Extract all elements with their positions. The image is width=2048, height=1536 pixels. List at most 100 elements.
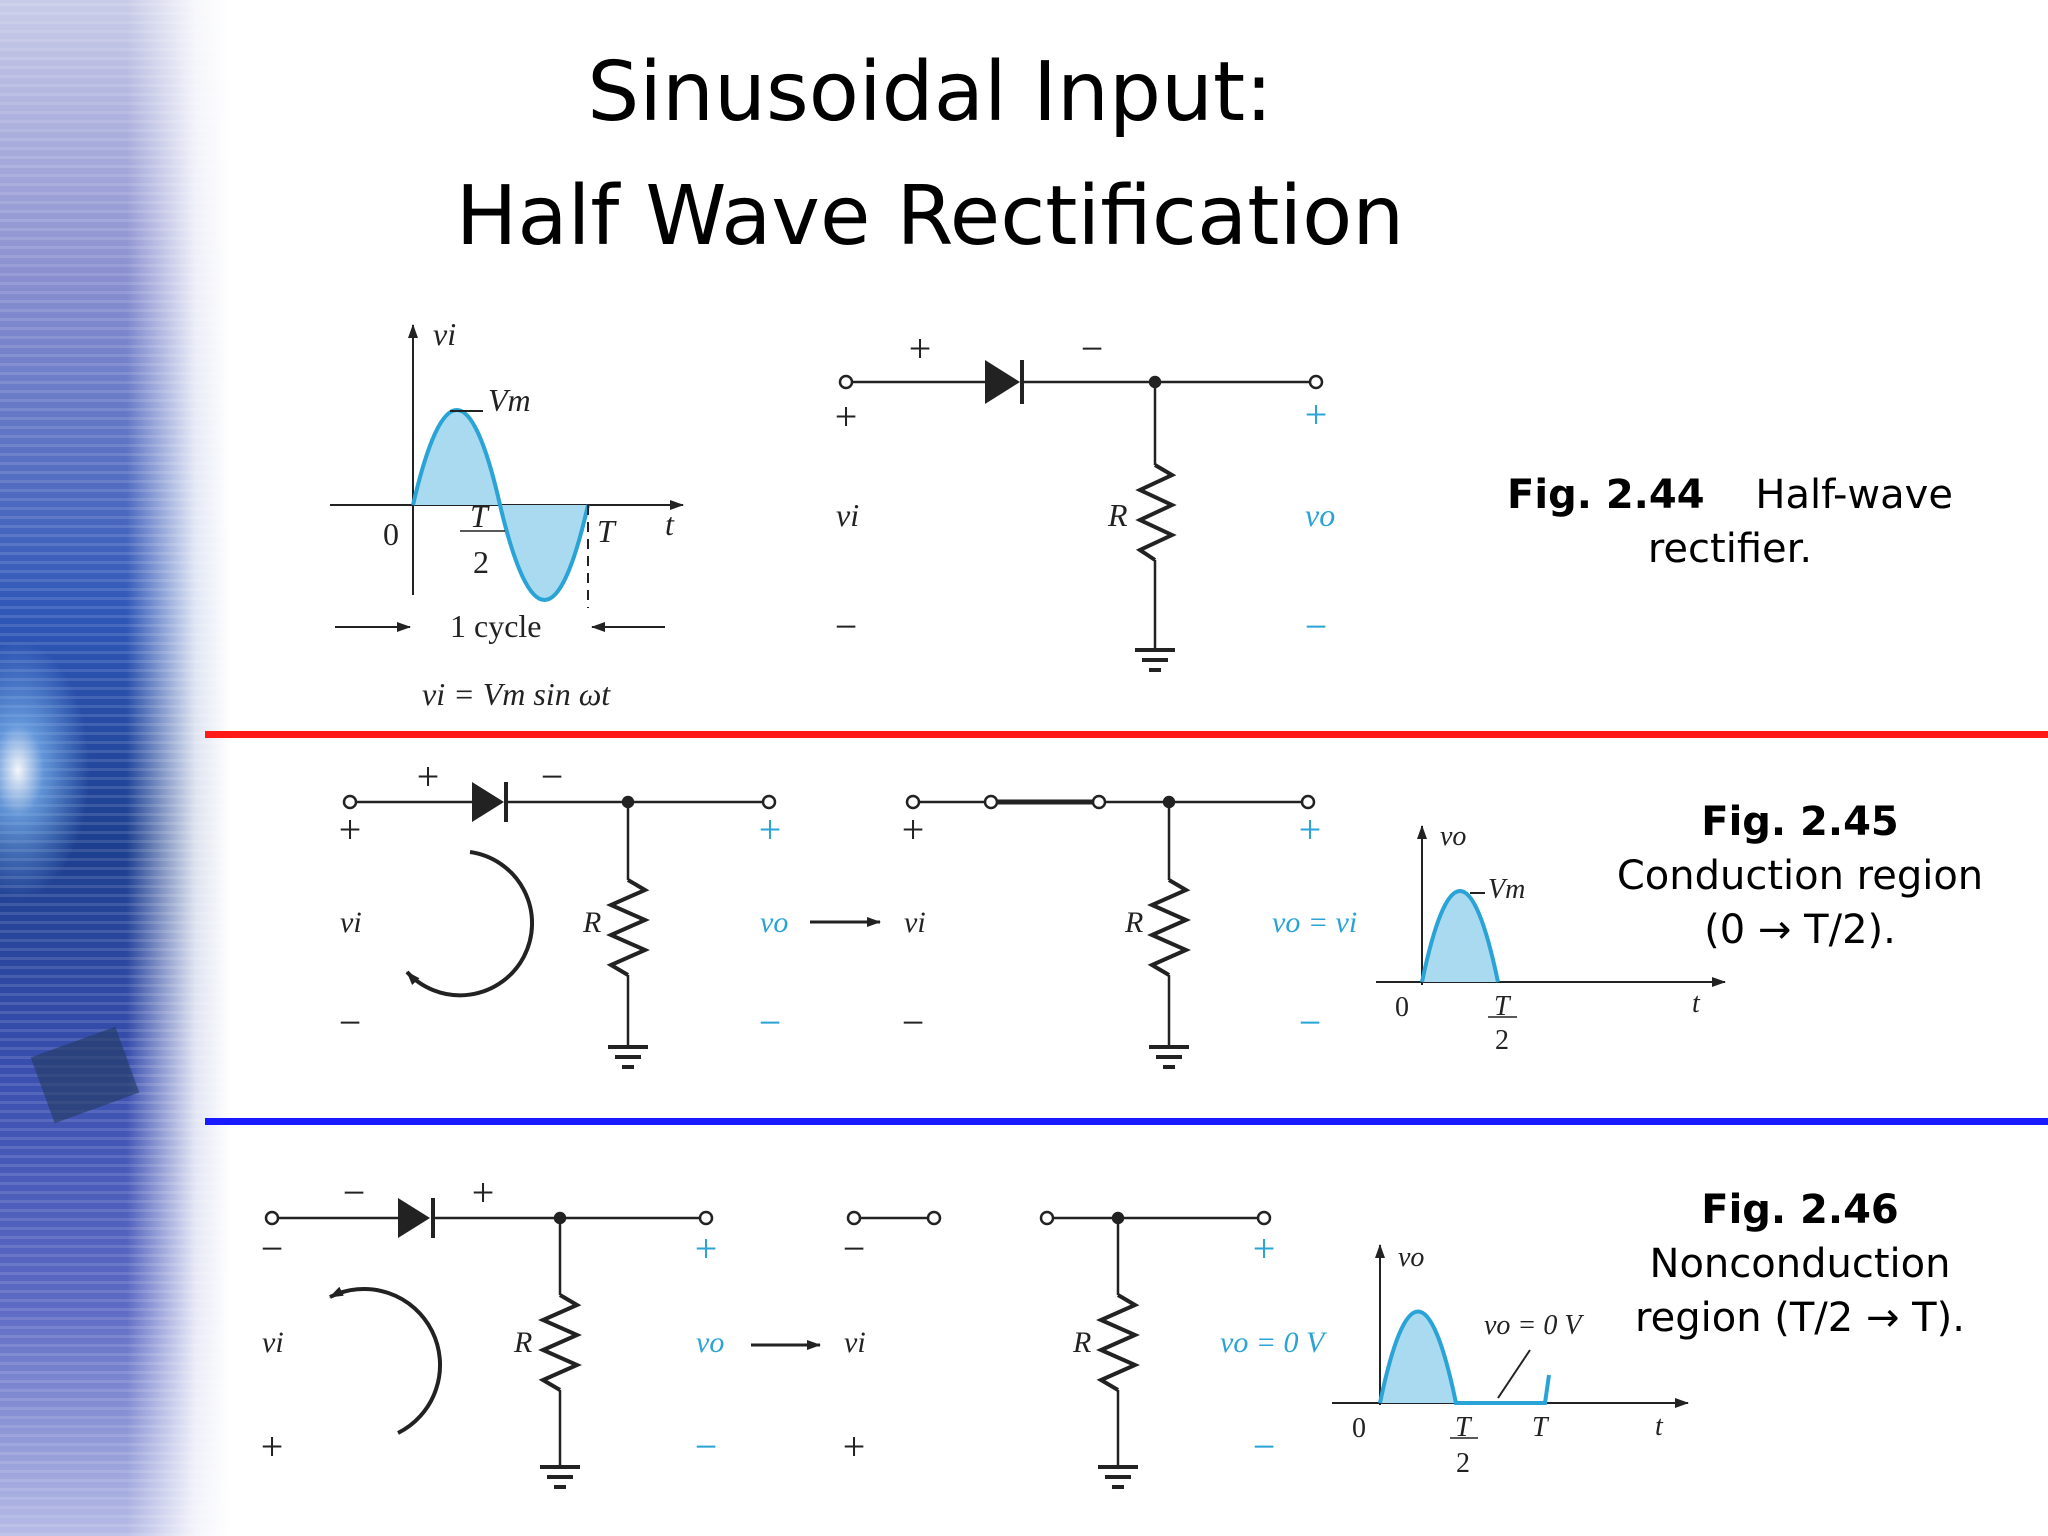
fig246b-out-minus: − [1253,1424,1276,1469]
fig244-input-waveform [330,324,684,632]
resistor-icon [1135,463,1177,562]
diode-icon [398,1198,430,1238]
fig245a-out-plus: + [759,807,782,852]
slide-title-line1: Sinusoidal Input: [587,45,1273,140]
fig246a-diode-plus: + [472,1170,495,1215]
fig246-caption-text2: region (T/2 → T). [1635,1295,1965,1341]
fig246a-out-label: vo [696,1326,724,1359]
fig245-caption: Fig. 2.45 Conduction region (0 → T/2). [1590,795,2010,957]
fig246-graph-period: T [1532,1412,1550,1443]
fig246b-in-minus: − [843,1226,866,1271]
fig245-graph-half-num: T [1494,991,1512,1022]
fig246b-out-plus: + [1253,1226,1276,1271]
resistor-icon [1147,878,1191,977]
fig245a-in-label: vi [340,906,362,939]
fig246-graph-zero-label: vo = 0 V [1484,1310,1584,1341]
fig245b-in-minus: − [902,1000,925,1045]
fig245-graph-half-den: 2 [1495,1025,1509,1056]
fig246b-in-label: vi [844,1326,866,1359]
resistor-icon [538,1293,582,1392]
fig246a-res-label: R [513,1326,532,1359]
fig244-out-minus: − [1305,604,1328,649]
resistor-icon [606,878,650,977]
fig244-caption: Fig. 2.44 Half-wave rectifier. [1490,468,1970,576]
slide-title-line2: Half Wave Rectification [455,169,1405,264]
fig244-out-label: vo [1305,497,1335,533]
fig245b-out-minus: − [1299,1000,1322,1045]
fig244-in-label: vi [836,497,859,533]
fig246-graph-origin: 0 [1352,1413,1366,1444]
fig246a-in-label: vi [262,1326,284,1359]
fig244-graph-half-num: T [470,498,490,534]
fig245-graph-peak: Vm [1488,874,1525,905]
fig246-graph-half-den: 2 [1456,1448,1470,1479]
fig246-graph-axis-x: t [1655,1411,1664,1442]
fig246-circuit-a [264,1198,821,1489]
fig244-out-plus: + [1305,392,1328,437]
fig245-graph-axis-x: t [1692,988,1701,1019]
fig245b-res-label: R [1124,906,1143,939]
fig245a-out-minus: − [759,1000,782,1045]
fig246-graph-half-num: T [1455,1412,1473,1443]
blue-divider [205,1118,2048,1125]
fig246a-out-plus: + [695,1226,718,1271]
fig246b-in-plus: + [843,1424,866,1469]
fig245a-out-label: vo [760,906,788,939]
fig245-caption-number: Fig. 2.45 [1701,799,1899,845]
fig244-graph-axis-x: t [665,506,675,542]
fig245-caption-text1: Conduction region [1616,853,1984,899]
fig244-graph-half-den: 2 [473,544,489,580]
fig246b-res-label: R [1072,1326,1091,1359]
fig244-res-label: R [1107,497,1128,533]
fig245-circuit-b [905,794,1316,1069]
diode-icon [472,782,504,822]
fig246b-out-label: vo = 0 V [1220,1326,1328,1359]
fig246-caption: Fig. 2.46 Nonconduction region (T/2 → T)… [1590,1183,2010,1345]
fig246-caption-text1: Nonconduction [1649,1241,1951,1287]
fig245-graph-axis-y: vo [1440,821,1466,852]
fig246a-out-minus: − [695,1424,718,1469]
fig244-graph-cycle-label: 1 cycle [450,608,542,644]
fig244-caption-text1: Half-wave [1755,472,1953,518]
current-arrow-icon [405,850,535,998]
fig245a-diode-plus: + [417,754,440,799]
fig246-graph-axis-y: vo [1398,1242,1424,1273]
diode-icon [985,360,1020,404]
fig244-graph-peak: Vm [488,382,531,418]
fig245b-out-plus: + [1299,807,1322,852]
red-divider [205,731,2048,738]
fig244-in-plus: + [835,394,858,439]
fig246a-diode-minus: − [343,1170,366,1215]
fig245b-in-plus: + [902,807,925,852]
fig245a-diode-minus: − [541,754,564,799]
fig244-caption-number: Fig. 2.44 [1507,472,1705,518]
fig245a-res-label: R [582,906,601,939]
fig246a-in-plus: + [261,1424,284,1469]
decorative-glow [0,640,90,900]
current-arrow-icon [329,1286,442,1435]
fig244-circuit [838,360,1324,672]
fig245b-out-label: vo = vi [1272,906,1357,939]
fig244-diode-plus: + [909,326,932,371]
fig245-caption-text2: (0 → T/2). [1704,907,1896,953]
fig245a-in-minus: − [339,1000,362,1045]
fig244-graph-axis-y: vi [433,316,456,352]
fig246-circuit-b [846,1210,1272,1489]
fig245a-in-plus: + [339,807,362,852]
fig246a-in-minus: − [261,1226,284,1271]
fig244-graph-origin: 0 [383,516,399,552]
fig244-caption-text2: rectifier. [1647,526,1813,572]
fig244-graph-period: T [597,513,617,549]
fig245-circuit-a [342,782,881,1069]
fig245-graph-origin: 0 [1395,992,1409,1023]
fig244-diode-minus: − [1081,326,1104,371]
fig246-output-waveform [1332,1244,1689,1439]
resistor-icon [1096,1293,1140,1392]
fig245b-in-label: vi [904,906,926,939]
fig244-graph-equation: vi = Vm sin ωt [422,676,611,712]
fig246-caption-number: Fig. 2.46 [1701,1187,1899,1233]
fig244-in-minus: − [835,604,858,649]
fig245-output-waveform [1376,825,1726,1018]
